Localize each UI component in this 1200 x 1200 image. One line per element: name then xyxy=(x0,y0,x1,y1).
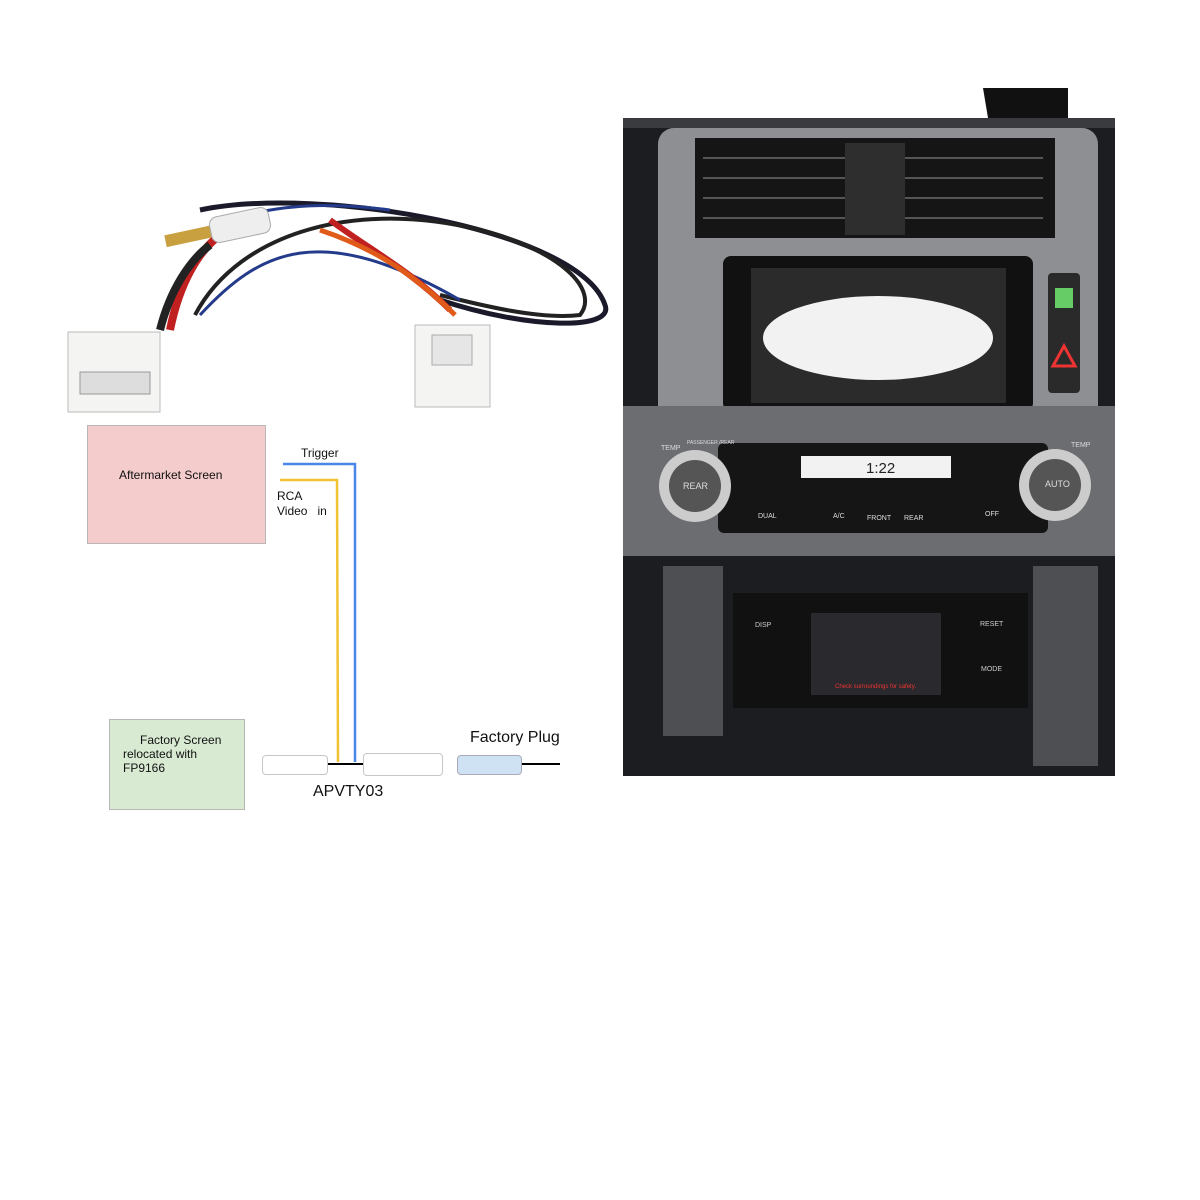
harness-connector-left xyxy=(262,755,328,775)
rear-knob: REAR xyxy=(683,481,709,491)
trigger-wire xyxy=(283,462,357,762)
video-wire xyxy=(280,478,340,763)
mode-label: MODE xyxy=(981,666,1002,673)
aftermarket-screen-label: Aftermarket Screen xyxy=(119,468,223,482)
reset-label: RESET xyxy=(980,621,1004,628)
factory-screen-line1: Factory Screen xyxy=(140,733,222,747)
harness-connector-right xyxy=(363,753,443,776)
disp-label: DISP xyxy=(755,622,772,629)
temp-left: TEMP xyxy=(661,445,681,452)
factory-screen-line3: FP9166 xyxy=(123,761,166,775)
warning-text: Check surroundings for safety. xyxy=(835,684,916,690)
trigger-label: Trigger xyxy=(301,446,339,460)
factory-screen-box: Factory Screen relocated with FP9166 xyxy=(109,719,245,810)
button-rear: REAR xyxy=(904,515,923,522)
factory-plug xyxy=(457,755,522,775)
factory-screen-line2: relocated with xyxy=(123,747,198,761)
button-off: OFF xyxy=(985,511,999,518)
wires xyxy=(280,462,560,765)
button-front: FRONT xyxy=(867,515,892,522)
factory-plug-label: Factory Plug xyxy=(470,729,560,746)
button-ac: A/C xyxy=(833,513,845,520)
aftermarket-screen-box: Aftermarket Screen xyxy=(87,425,266,544)
climate-display: 1:22 xyxy=(866,460,895,477)
auto-knob: AUTO xyxy=(1045,479,1070,489)
temp-right: TEMP xyxy=(1071,442,1091,449)
rca-label-line2: Video in xyxy=(277,504,327,518)
button-dual: DUAL xyxy=(758,513,777,520)
passenger-rear: PASSENGER /REAR xyxy=(687,440,735,446)
harness-photo xyxy=(67,200,609,413)
rca-label-line1: RCA xyxy=(277,489,303,503)
harness-label: APVTY03 xyxy=(313,783,384,800)
dashboard-photo: 1:22 REAR AUTO TEMP TEMP PASSENGER /REAR… xyxy=(623,88,1115,776)
